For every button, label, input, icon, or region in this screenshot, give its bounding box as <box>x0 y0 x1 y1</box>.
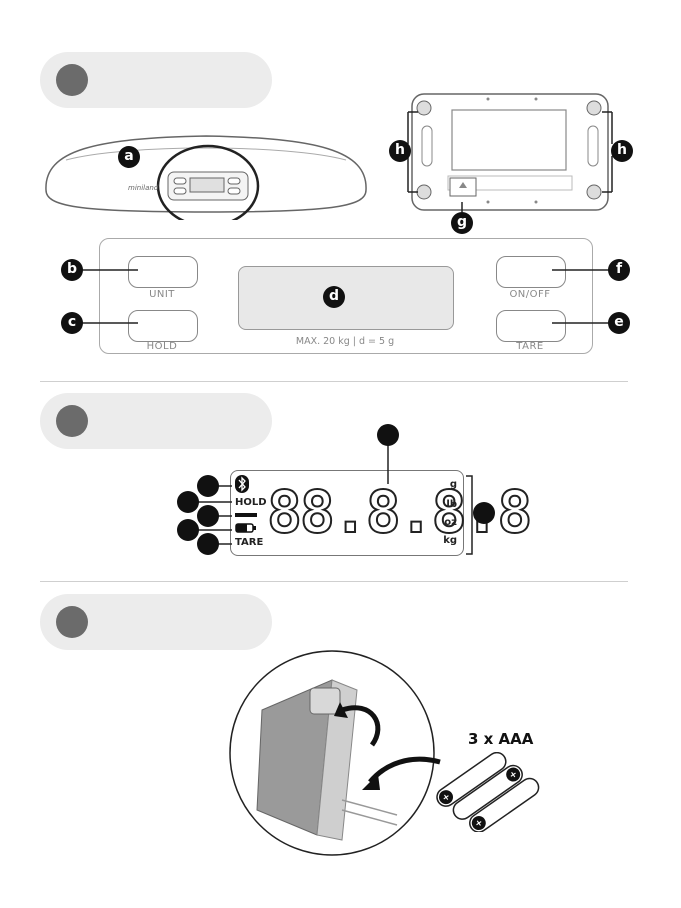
section-3-header <box>40 594 272 650</box>
callout-d: d <box>323 286 345 308</box>
hold-label: HOLD <box>122 341 202 352</box>
callout-battery <box>177 519 199 541</box>
callout-h-right: h <box>611 140 633 162</box>
callout-e: e <box>608 312 630 334</box>
section-1-header <box>40 52 272 108</box>
divider-2 <box>40 581 628 582</box>
callout-c: c <box>61 312 83 334</box>
tare-label: TARE <box>490 341 570 352</box>
callout-b: b <box>61 259 83 281</box>
callout-units <box>473 502 495 524</box>
callout-a: a <box>118 146 140 168</box>
section-3-marker <box>56 606 88 638</box>
callout-h-left: h <box>389 140 411 162</box>
section-1-marker <box>56 64 88 96</box>
callout-g: g <box>451 212 473 234</box>
panel-callout-lines <box>60 256 640 336</box>
scale-top-view <box>36 120 376 220</box>
callout-tare <box>197 533 219 555</box>
lcd-callout-lines <box>170 420 500 570</box>
battery-count-label: 3 x AAA <box>468 730 533 748</box>
callout-hold <box>177 491 199 513</box>
battery-icons: + + + <box>430 752 550 832</box>
section-2-marker <box>56 405 88 437</box>
callout-bluetooth <box>197 475 219 497</box>
callout-f: f <box>608 259 630 281</box>
capacity-text: MAX. 20 kg | d = 5 g <box>250 336 440 347</box>
callout-digits <box>377 424 399 446</box>
divider-1 <box>40 381 628 382</box>
callout-negative <box>197 505 219 527</box>
bottom-callout-lines <box>396 96 626 236</box>
brand-logo: miniland <box>128 184 158 192</box>
